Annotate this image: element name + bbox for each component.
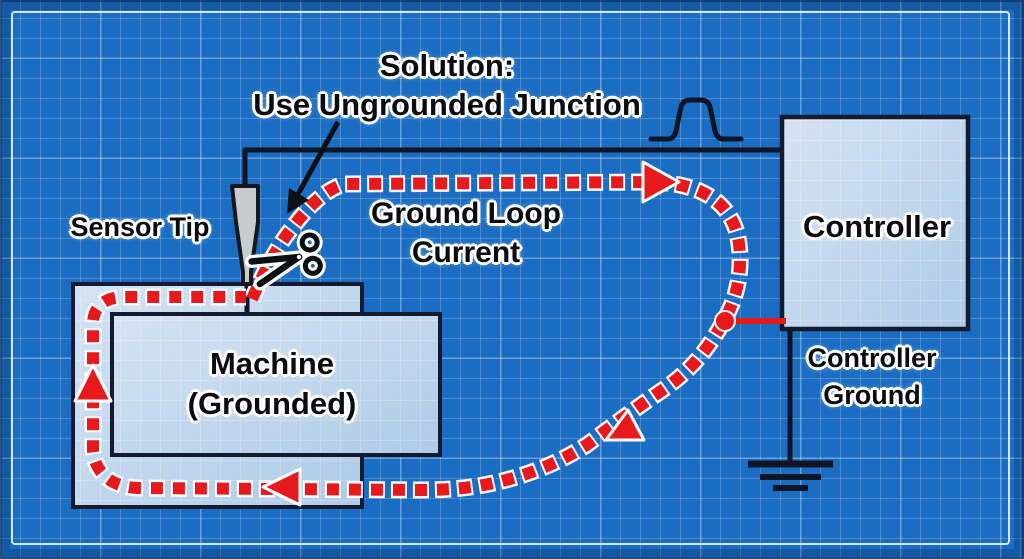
controller-ground-label-line2: Ground: [823, 380, 921, 410]
scissors-icon: [245, 229, 326, 291]
ground-loop-path: [84, 173, 749, 499]
solution-pointer-arrow: [287, 120, 341, 214]
controller-label: Controller: [802, 209, 952, 244]
ground-loop-label-line2: Current: [411, 236, 521, 269]
junction-dot: [714, 310, 736, 332]
down-left-arrow: [604, 408, 646, 442]
loop-arrows: [73, 160, 681, 507]
ground-loop-label-line1: Ground Loop: [371, 197, 561, 230]
solution-title-line1: Solution:: [379, 48, 515, 83]
sensor-wire: [242, 147, 784, 186]
controller-box: [779, 114, 971, 332]
up-arrow: [73, 363, 113, 403]
machine-box: [110, 312, 442, 457]
solution-title-line2: Use Ungrounded Junction: [253, 87, 641, 122]
sensor-tip-label: Sensor Tip: [70, 212, 210, 242]
right-arrow: [641, 160, 681, 204]
ground-loop-current-label: Ground Loop Current: [371, 194, 561, 272]
controller-ground-label-line1: Controller: [807, 343, 937, 373]
solution-title: Solution: Use Ungrounded Junction: [253, 46, 641, 124]
pulse-signal-icon: [648, 97, 744, 142]
sensor-tip-probe: [230, 184, 260, 286]
machine-label-line1: Machine: [209, 346, 335, 381]
earth-ground-icon: [748, 329, 833, 491]
controller-ground-label: Controller Ground: [807, 340, 936, 414]
left-arrow: [261, 467, 302, 507]
machine-label: Machine (Grounded): [188, 344, 357, 424]
machine-label-line2: (Grounded): [187, 386, 357, 421]
